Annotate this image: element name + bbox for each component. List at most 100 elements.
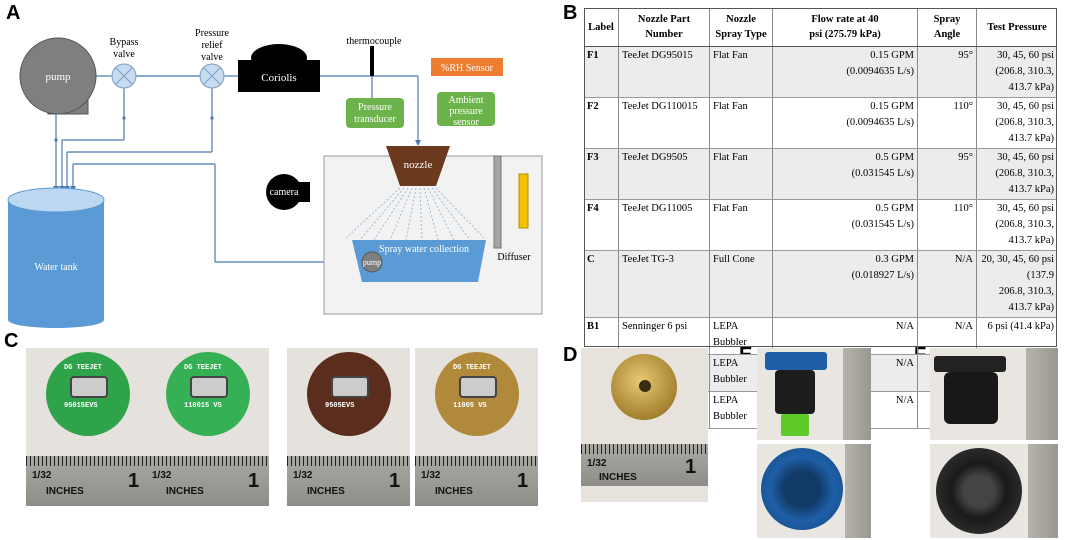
ruler-one: 1 xyxy=(248,470,260,492)
ambient-sensor-icon xyxy=(437,92,495,126)
nozzle-brand: DG TEEJET xyxy=(453,364,491,372)
panel-label-d: D xyxy=(563,344,578,366)
ruler-unit: INCHES xyxy=(435,486,473,497)
panel-label-c: C xyxy=(4,330,19,352)
collection-basin xyxy=(352,240,486,282)
cell-text: 30, 45, 60 psi xyxy=(997,50,1054,61)
cell-text: N/A xyxy=(954,254,973,265)
green-insert xyxy=(781,414,809,436)
cell-text: N/A xyxy=(895,321,914,332)
cell-text: 206.8, 310.3, 413.7 kPa) xyxy=(998,286,1054,313)
ruler-fraction: 1/32 xyxy=(293,470,313,481)
cell-text: F2 xyxy=(587,101,599,112)
ruler-one: 1 xyxy=(685,456,697,478)
cone-orifice xyxy=(639,380,651,392)
camera-icon xyxy=(266,174,310,210)
cell-text: 30, 45, 60 psi xyxy=(997,203,1054,214)
header-type-1: Nozzle xyxy=(726,14,756,25)
bypass-valve-icon xyxy=(111,63,137,89)
camera-label: camera xyxy=(270,187,299,198)
table-cell: 0.5 GPM(0.031545 L/s) xyxy=(772,148,918,200)
header-part-1: Nozzle Part xyxy=(637,14,691,25)
thermocouple-icon xyxy=(370,46,374,76)
header-flow-2: psi (275.79 kPa) xyxy=(809,29,881,40)
cell-text: (0.0094635 L/s) xyxy=(846,117,914,128)
black-bubbler-body xyxy=(944,372,998,424)
ruler-ticks xyxy=(581,444,708,454)
table-cell: 95° xyxy=(917,46,977,98)
table-cell: Flat Fan xyxy=(709,46,773,98)
cell-text: 110° xyxy=(953,101,973,112)
table-cell: 30, 45, 60 psi(206.8, 310.3, 413.7 kPa) xyxy=(976,97,1057,149)
cell-text: N/A xyxy=(895,358,914,369)
table-cell: 110° xyxy=(917,97,977,149)
ruler-fraction: 1/32 xyxy=(587,458,607,469)
ruler-one: 1 xyxy=(389,470,401,492)
cell-text: N/A xyxy=(895,395,914,406)
table-cell: Flat Fan xyxy=(709,148,773,200)
cell-text: Flat Fan xyxy=(713,203,748,214)
table-cell: F2 xyxy=(584,97,619,149)
full-cone-photo: 1/32 INCHES 1 xyxy=(581,348,708,502)
thermocouple-label: thermocouple xyxy=(347,36,403,47)
cell-text: TeeJet DG95015 xyxy=(622,50,693,61)
cell-text: Bubbler xyxy=(713,337,747,348)
ambient-label-1: Ambient xyxy=(449,95,484,106)
ruler-fraction: 1/32 xyxy=(152,470,172,481)
collection-pump-icon xyxy=(361,251,383,273)
cell-text: 6 psi (41.4 kPa) xyxy=(987,321,1055,332)
table-cell: 30, 45, 60 psi(206.8, 310.3, 413.7 kPa) xyxy=(976,46,1057,98)
table-cell: F3 xyxy=(584,148,619,200)
bypass-label-1: Bypass xyxy=(110,37,139,48)
table-cell: 95° xyxy=(917,148,977,200)
cell-text: TeeJet DG11005 xyxy=(622,203,693,214)
ruler-unit: INCHES xyxy=(599,472,637,483)
cell-text: 0.15 GPM xyxy=(870,50,914,61)
panel-label-b: B xyxy=(563,2,578,24)
spray-pattern xyxy=(345,187,485,241)
relief-label-3: valve xyxy=(201,52,223,63)
blue-bubbler-cap xyxy=(765,352,827,370)
ruler-unit: INCHES xyxy=(46,486,84,497)
table-cell: 30, 45, 60 psi(206.8, 310.3, 413.7 kPa) xyxy=(976,148,1057,200)
nozzle-icon xyxy=(386,146,450,186)
table-cell: Full Cone xyxy=(709,250,773,318)
black-bubbler-cap xyxy=(934,356,1006,372)
ruler-ticks xyxy=(287,456,410,466)
cell-text: (0.031545 L/s) xyxy=(851,168,914,179)
table-cell: 0.3 GPM(0.018927 L/s) xyxy=(772,250,918,318)
table-header: Label xyxy=(584,8,619,47)
nozzle-slot xyxy=(70,376,108,398)
header-pressure: Test Pressure xyxy=(987,21,1047,33)
header-type-2: Spray Type xyxy=(715,29,767,40)
pressure-transducer-icon xyxy=(346,98,404,128)
black-bubbler-top-photo xyxy=(930,444,1058,538)
ruler xyxy=(845,444,871,538)
water-tank-icon xyxy=(7,187,105,328)
rh-sensor-label: %RH Sensor xyxy=(441,63,494,74)
table-cell: C xyxy=(584,250,619,318)
table-cell: Flat Fan xyxy=(709,97,773,149)
pump-label: pump xyxy=(45,71,71,83)
table-cell: TeeJet DG110015 xyxy=(618,97,710,149)
ruler-unit: INCHES xyxy=(166,486,204,497)
header-angle-2: Angle xyxy=(933,29,961,40)
cell-text: N/A xyxy=(954,321,973,332)
blue-bubbler-body xyxy=(775,370,815,414)
nozzle-code: 9505EVS xyxy=(325,402,355,410)
coriolis-label: Coriolis xyxy=(261,72,296,84)
ruler-fraction: 1/32 xyxy=(32,470,52,481)
cell-text: 0.3 GPM xyxy=(875,254,914,265)
cell-text: B1 xyxy=(587,321,600,332)
table-cell: TeeJet DG11005 xyxy=(618,199,710,251)
collection-pump-label: pump xyxy=(363,258,381,267)
